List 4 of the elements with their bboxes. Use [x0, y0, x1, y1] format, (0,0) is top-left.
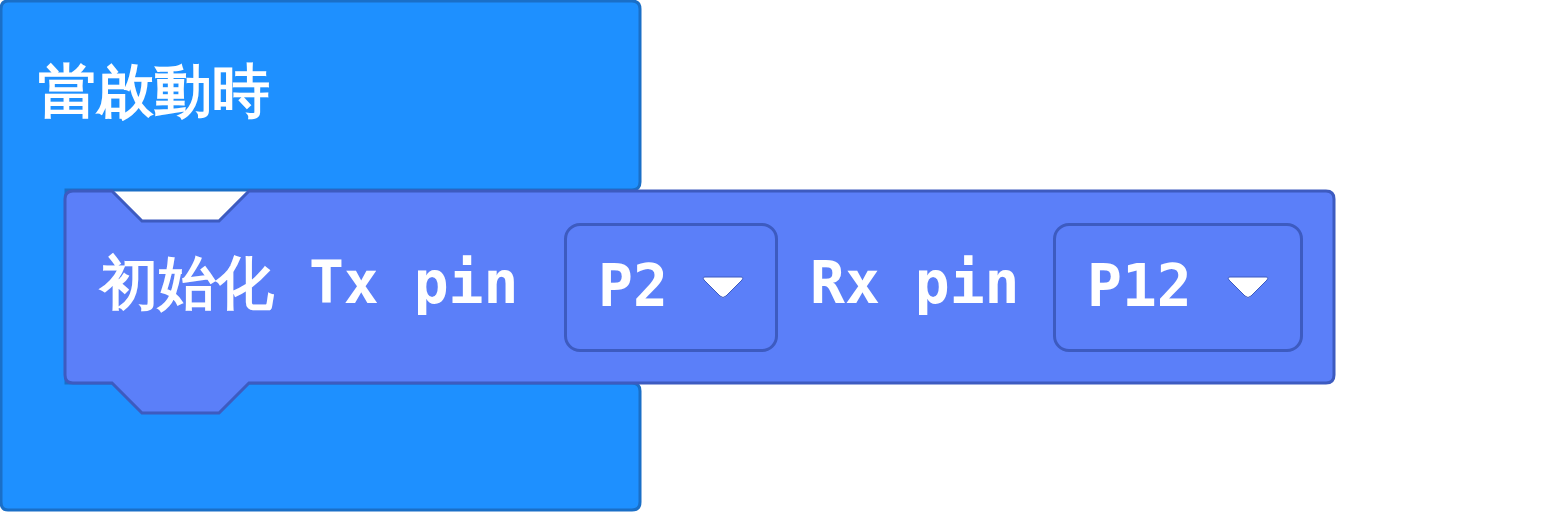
block-label: 當啟動時: [38, 62, 270, 120]
statement-block: [64, 190, 1336, 416]
dropdown: P2: [564, 223, 778, 352]
dropdown: P12: [1053, 223, 1303, 352]
